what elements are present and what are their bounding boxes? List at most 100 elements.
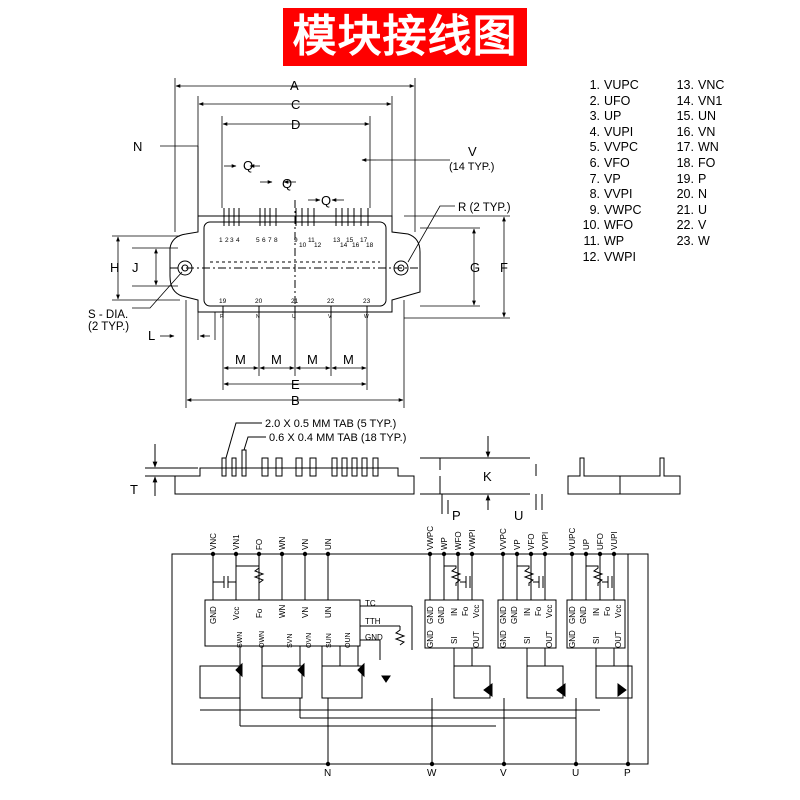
top-pin-ticks <box>223 208 369 226</box>
ic-pin: IN <box>450 608 459 616</box>
ic-pin: SI <box>592 636 601 644</box>
pin-list-number: 18. <box>676 155 694 170</box>
ic-pin: GND <box>426 606 435 624</box>
ic-pin: Vcc <box>472 605 481 618</box>
dim-r: R (2 TYP.) <box>458 202 511 214</box>
pin-number: 4 <box>236 237 240 244</box>
dim-s: S - DIA. <box>88 309 128 321</box>
tab-note-large: 2.0 X 0.5 MM TAB (5 TYP.) <box>265 418 396 430</box>
bottom-pin-letters: P N U V W <box>220 314 369 320</box>
dim-e: E <box>291 377 300 392</box>
pin-list-number: 16. <box>676 124 694 139</box>
title-banner: 模块接线图 <box>283 8 527 66</box>
pin-list-item: 14.VN1 <box>672 94 724 110</box>
pin-list-number: 21. <box>676 202 694 217</box>
pin-list-name: VWPI <box>604 249 636 264</box>
pin-number: 8 <box>274 237 278 244</box>
pin-list-number: 17. <box>676 140 694 155</box>
term-u: U <box>572 768 579 779</box>
schematic-top-labels: VNC VN1 FO WN VN UN VWPC WP WFO VWPI VVP… <box>209 526 619 550</box>
pin-list-name: VP <box>604 171 621 186</box>
pin-list-number: 9. <box>589 202 600 217</box>
pin-list-name: VVPI <box>604 187 633 202</box>
ic-pin: GND <box>579 606 588 624</box>
pin-list-name: P <box>698 171 707 186</box>
pin-list-name: VUPI <box>604 124 634 139</box>
pin-number: 13 <box>333 237 341 244</box>
term-label: VFO <box>527 534 536 550</box>
term-label: VWPI <box>468 530 477 550</box>
low-ic-pin-labels: GND Vcc Fo WN VN UN SWN OWN SVN OVN SUN … <box>209 599 383 648</box>
ic-pin: Vcc <box>614 605 623 618</box>
pin-list-name: UP <box>604 109 622 124</box>
pin-number: 21 <box>291 298 299 305</box>
side-view-labels: 2.0 X 0.5 MM TAB (5 TYP.) 0.6 X 0.4 MM T… <box>130 418 523 523</box>
term-label: VN <box>301 539 310 550</box>
pin-number: 14 <box>340 242 348 249</box>
pin-number: 23 <box>363 298 371 305</box>
pin-list-number: 12. <box>582 249 600 264</box>
term-label: VUPI <box>610 531 619 550</box>
pin-list-item: 12. VWPI <box>578 250 672 266</box>
pin-number: 11 <box>308 237 315 244</box>
term-label: UFO <box>596 533 605 550</box>
ic-pin: GND <box>510 606 519 624</box>
pin-number: 6 <box>262 237 266 244</box>
ic-pin: Fo <box>461 606 470 616</box>
pin-list-item: 19.P <box>672 172 724 188</box>
ic-pin: OVN <box>306 633 313 648</box>
ic-pin: OUT <box>545 631 554 648</box>
pin-number: 18 <box>366 242 374 249</box>
ic-pin: SI <box>450 636 459 644</box>
dim-f: F <box>500 260 508 275</box>
dim-g: G <box>470 260 480 275</box>
pin-list-item: 5.VVPC <box>578 140 672 156</box>
pin-list-name: UFO <box>604 93 631 108</box>
dim-h: H <box>110 260 119 275</box>
dim-n: N <box>133 139 142 154</box>
page-title: 模块接线图 <box>292 11 518 62</box>
pin-number: 17 <box>360 237 368 244</box>
term-label: VNC <box>209 533 218 550</box>
term-p: P <box>624 768 631 779</box>
pin-list-item: 13.VNC <box>672 78 725 94</box>
ic-pin: OUN <box>345 632 352 648</box>
module-outline <box>169 215 421 313</box>
gnd-label: GND <box>365 633 383 642</box>
pin-list-number: 10. <box>582 218 600 233</box>
pin-list-number: 5. <box>589 140 600 155</box>
pin-list-item: 16.VN <box>672 125 724 141</box>
dim-l: L <box>148 328 155 343</box>
pin-number: 12 <box>314 242 322 249</box>
pin-list-number: 8. <box>589 187 600 202</box>
pin-list-item: 18.FO <box>672 156 724 172</box>
dim-b: B <box>291 393 300 408</box>
pin-number: 3 <box>230 237 234 244</box>
dim-j: J <box>132 260 139 275</box>
pin-number: 7 <box>268 237 272 244</box>
ic-pin: IN <box>523 608 532 616</box>
tab-letter: W <box>364 314 369 320</box>
pin-list-name: VWPC <box>604 202 642 217</box>
ic-pin: Fo <box>534 606 543 616</box>
schematic-bottom-labels: N W V U P <box>324 768 631 779</box>
ic-pin: GND <box>209 606 218 624</box>
pin-list-name: VUPC <box>604 78 639 92</box>
dim-q: Q <box>282 176 292 191</box>
ic-pin: VN <box>301 607 310 618</box>
ic-pin: GND <box>437 606 446 624</box>
dim-v: V <box>468 144 477 159</box>
pin-list-name: N <box>698 187 708 202</box>
pin-number: 10 <box>299 242 307 249</box>
dimension-lines <box>112 78 510 408</box>
ic-pin: IN <box>592 608 601 616</box>
term-v: V <box>500 768 507 779</box>
high-ic-pin-labels: GND GND IN Fo Vcc GND SI OUT GND GND IN … <box>426 605 623 648</box>
term-label: VP <box>513 539 522 550</box>
pin-list-item: 15.UN <box>672 109 724 125</box>
schematic-frame <box>171 553 649 765</box>
pin-list-number: 23. <box>676 233 694 248</box>
term-label: WFO <box>454 531 463 550</box>
